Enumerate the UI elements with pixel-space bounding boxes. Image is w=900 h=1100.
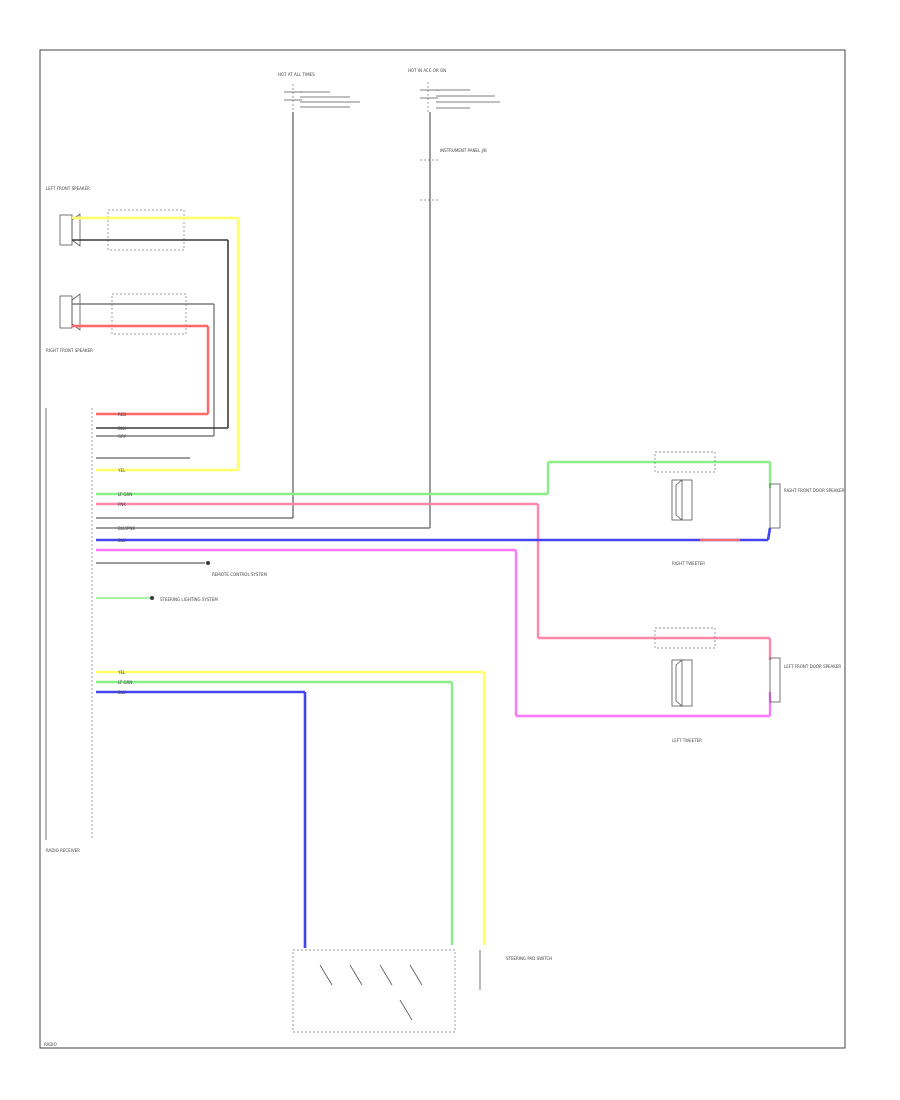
left-tweeter-label: LEFT TWEETER xyxy=(672,738,702,743)
fuse-box-right: HOT IN ACC OR ON INSTRUMENT PANEL J/B xyxy=(408,68,500,201)
wl-red: RED xyxy=(118,412,126,417)
remote-label: REMOTE CONTROL SYSTEM xyxy=(212,572,267,577)
wl-ltgrn: LT GRN xyxy=(118,492,132,497)
left-front-door-speaker: LEFT FRONT DOOR SPEAKER LEFT TWEETER xyxy=(654,627,841,743)
radio-receiver: RADIO RECEIVER xyxy=(45,408,93,853)
left-front-speaker: LEFT FRONT SPEAKER xyxy=(46,186,185,251)
steering-pad-switch: STEERING PAD SWITCH xyxy=(292,949,552,1033)
left-door-speaker-label: LEFT FRONT DOOR SPEAKER xyxy=(784,664,841,669)
wl-gry: GRY xyxy=(118,434,127,439)
wl-blu: BLU xyxy=(118,538,126,543)
wl-blu-2: BLU xyxy=(118,690,126,695)
left-front-speaker-label: LEFT FRONT SPEAKER xyxy=(46,186,90,191)
ground-label-2: STEERING LIGHTING SYSTEM xyxy=(160,597,218,602)
radio-receiver-label: RADIO RECEIVER xyxy=(46,848,80,853)
wl-yel-2: YEL xyxy=(117,670,126,675)
fuse-box-left: HOT AT ALL TIMES xyxy=(278,72,360,112)
fuse-right-title: HOT IN ACC OR ON xyxy=(408,68,446,73)
right-front-speaker: RIGHT FRONT SPEAKER xyxy=(46,293,187,353)
fuse-left-title: HOT AT ALL TIMES xyxy=(278,72,315,77)
wl-blupnk: BLU/PNK xyxy=(118,526,135,531)
junction-label: INSTRUMENT PANEL J/B xyxy=(440,148,487,153)
right-door-speaker-label: RIGHT FRONT DOOR SPEAKER xyxy=(784,488,845,493)
wl-yel: YEL xyxy=(117,468,126,473)
wl-blk: BLK xyxy=(118,426,126,431)
wl-ltgrn-2: LT GRN xyxy=(118,680,132,685)
right-front-door-speaker: RIGHT FRONT DOOR SPEAKER RIGHT TWEETER xyxy=(654,451,845,566)
wl-pnk: PNK xyxy=(118,502,126,507)
diagram-frame xyxy=(39,49,846,1049)
bottom-label: RADIO xyxy=(44,1042,57,1047)
right-tweeter-label: RIGHT TWEETER xyxy=(672,561,705,566)
right-front-speaker-label: RIGHT FRONT SPEAKER xyxy=(46,348,93,353)
steering-pad-label: STEERING PAD SWITCH xyxy=(506,956,552,961)
